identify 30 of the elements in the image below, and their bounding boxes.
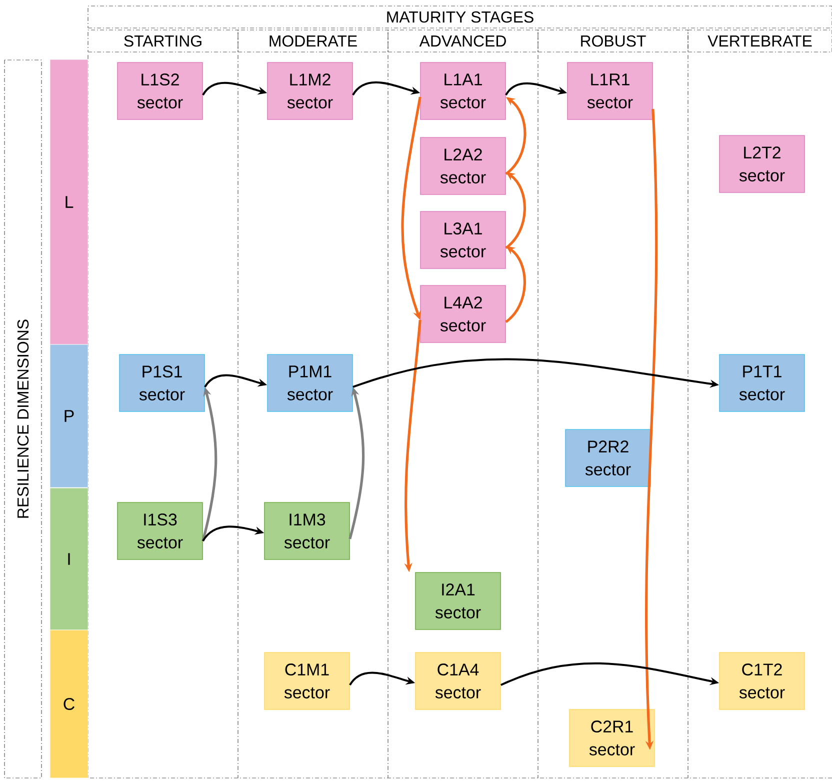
- sector-box: C2R1 sector: [569, 709, 655, 767]
- sector-box: I1M3 sector: [264, 502, 350, 560]
- sector-box: L2T2 sector: [719, 135, 805, 193]
- sector-box: L3A1 sector: [420, 211, 506, 269]
- column-header: ROBUST: [538, 30, 688, 52]
- sector-box: I2A1 sector: [415, 572, 501, 630]
- column-header: ADVANCED: [388, 30, 538, 52]
- sector-box: C1M1 sector: [264, 652, 350, 710]
- sector-box: P1M1 sector: [267, 354, 353, 412]
- sector-box: L2A2 sector: [420, 137, 506, 195]
- dimension-band: I: [50, 488, 88, 630]
- sector-box: I1S3 sector: [117, 502, 203, 560]
- column-header: VERTEBRATE: [688, 30, 832, 52]
- sector-box: P1T1 sector: [719, 354, 805, 412]
- dimension-band: P: [50, 344, 88, 488]
- dimension-band: L: [50, 59, 88, 345]
- sector-box: P2R2 sector: [565, 429, 651, 487]
- sector-box: L1M2 sector: [267, 62, 353, 120]
- sector-box: P1S1 sector: [119, 354, 205, 412]
- sector-box: C1T2 sector: [719, 652, 805, 710]
- maturity-header: MATURITY STAGES: [88, 6, 832, 28]
- dimension-band: C: [50, 630, 88, 778]
- sector-box: C1A4 sector: [415, 652, 501, 710]
- sector-box: L1A1 sector: [420, 62, 506, 120]
- sector-box: L1S2 sector: [117, 62, 203, 120]
- column-header: MODERATE: [238, 30, 388, 52]
- sector-box: L4A2 sector: [420, 285, 506, 343]
- column-header: STARTING: [88, 30, 238, 52]
- sector-box: L1R1 sector: [567, 62, 653, 120]
- side-header: RESILIENCE DIMENSIONS: [4, 60, 42, 778]
